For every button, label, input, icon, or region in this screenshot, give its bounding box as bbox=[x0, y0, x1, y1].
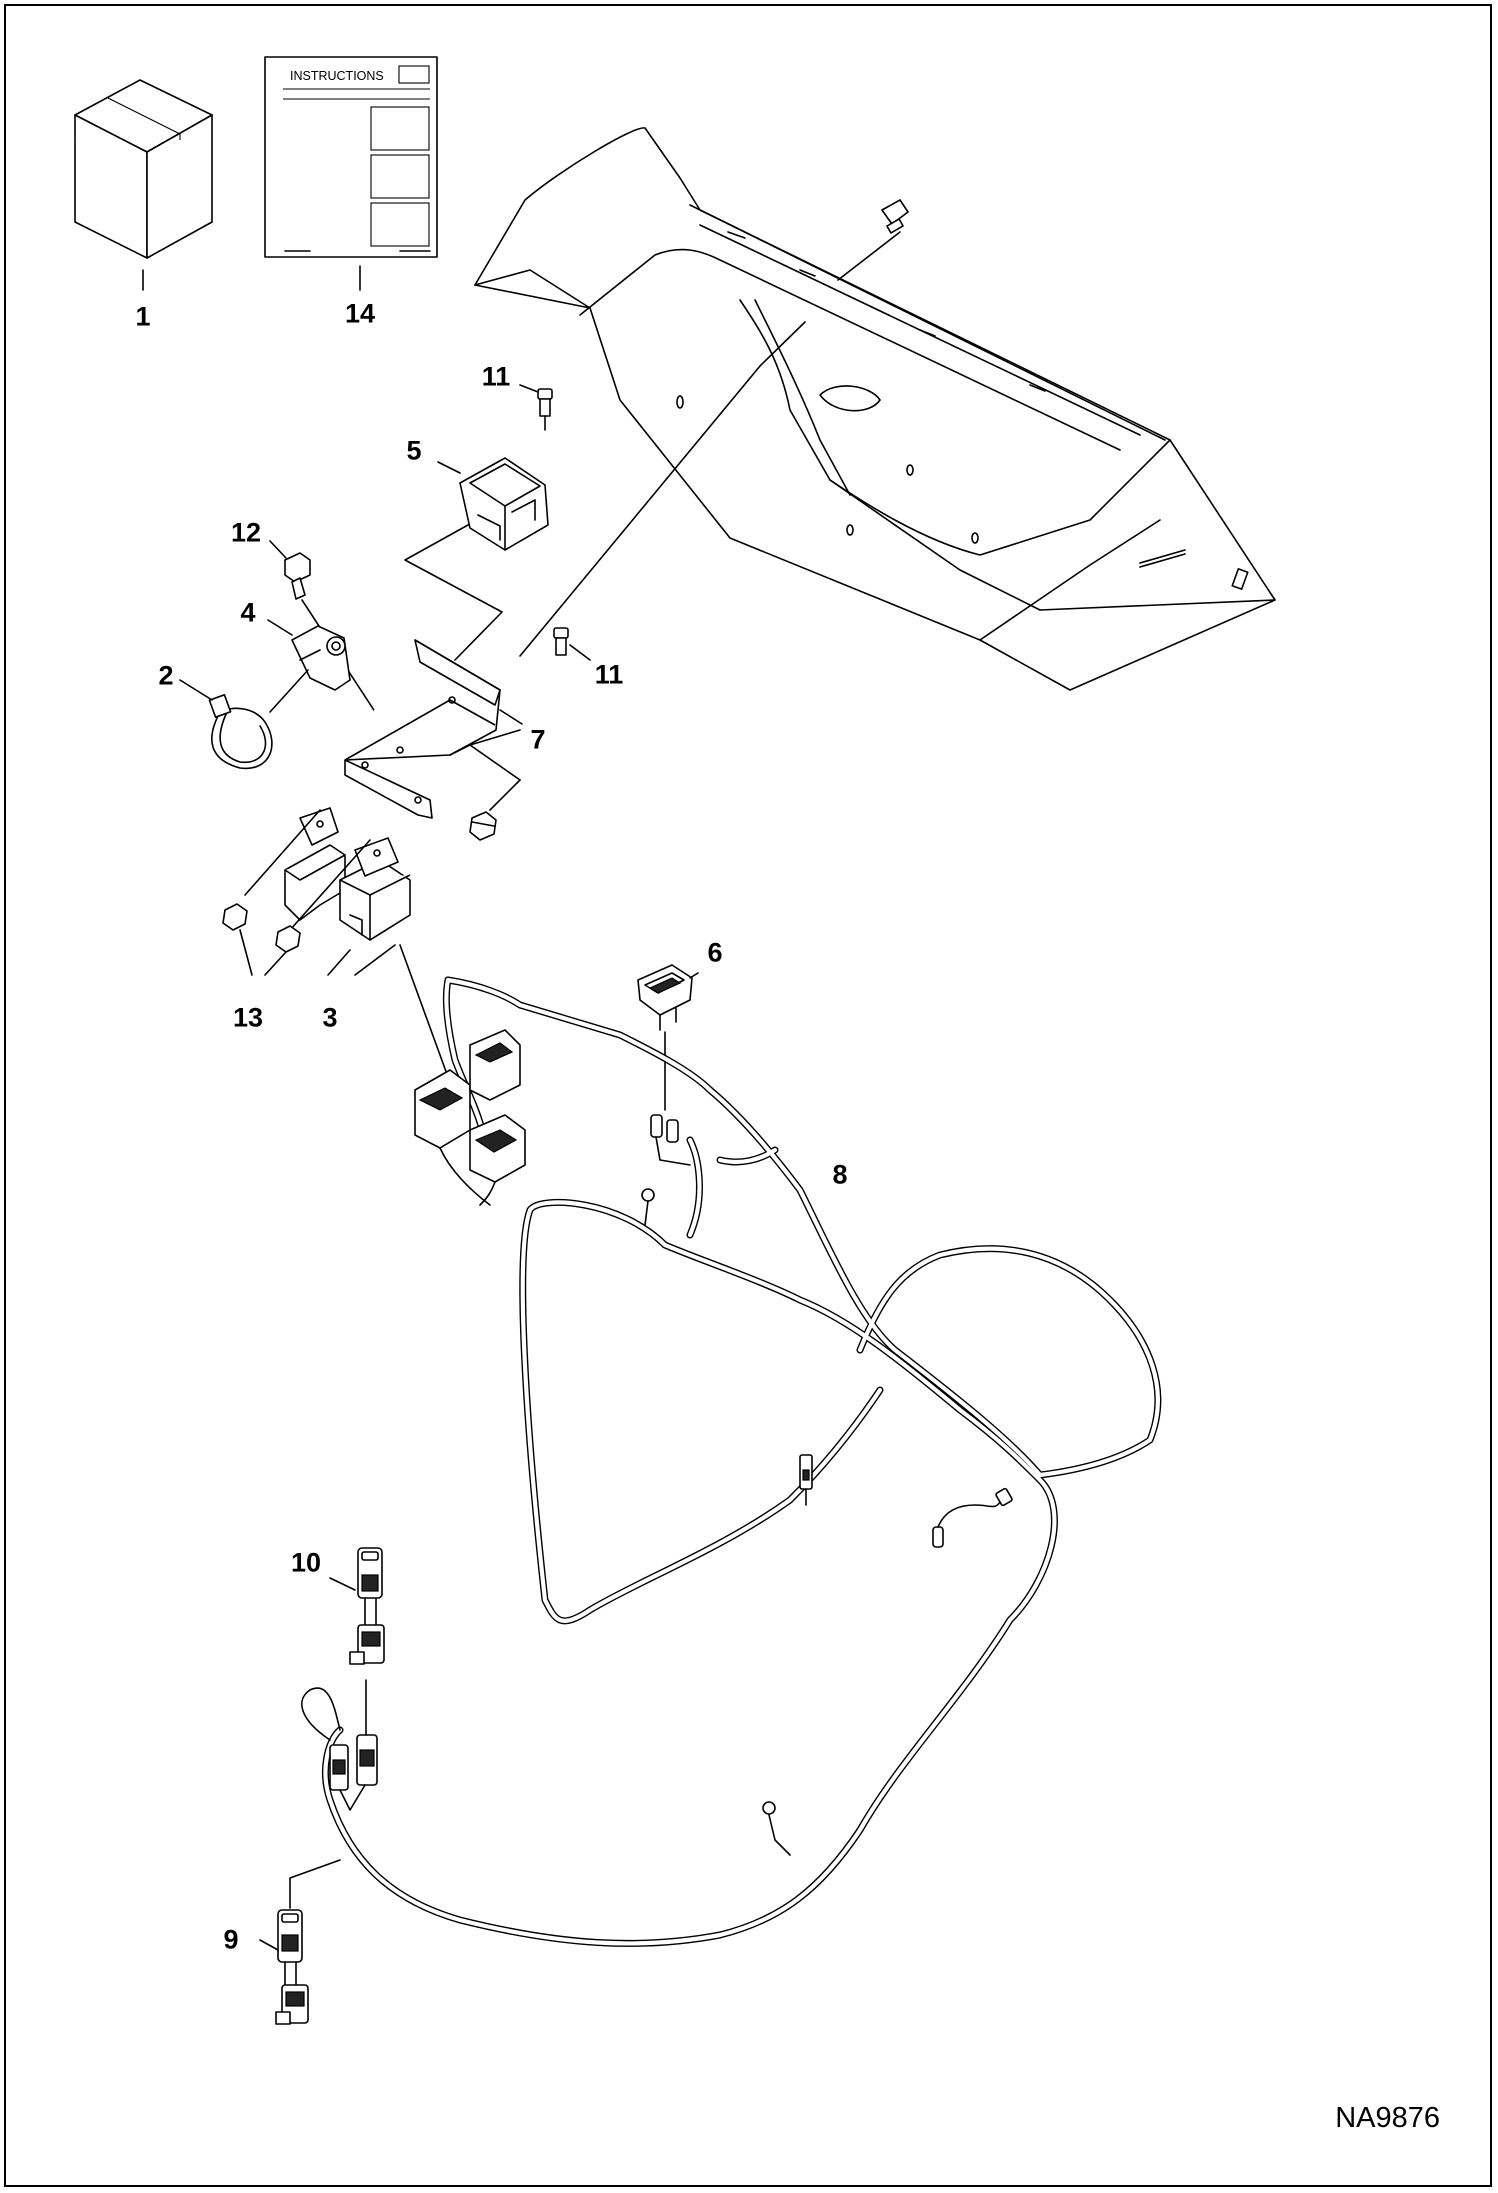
part-nuts bbox=[222, 903, 301, 976]
callout-6: 6 bbox=[707, 937, 723, 968]
part-nut-bracket bbox=[469, 811, 497, 841]
machine-frame bbox=[474, 127, 1276, 691]
callout-4: 4 bbox=[240, 597, 256, 628]
part-relay-single bbox=[437, 457, 549, 551]
part-box bbox=[74, 79, 213, 291]
part-cable-tie bbox=[179, 679, 273, 770]
harness-lower-connector-cluster bbox=[301, 1679, 378, 1811]
part-instructions-sheet: INSTRUCTIONS bbox=[264, 56, 438, 291]
part-bracket bbox=[344, 639, 523, 819]
callout-1: 1 bbox=[135, 301, 151, 332]
callout-7: 7 bbox=[530, 724, 546, 755]
harness-ring-terminal bbox=[641, 1188, 655, 1226]
part-clamp bbox=[267, 619, 351, 713]
frame-carriage-bolt bbox=[837, 199, 909, 281]
part-rocker-switch bbox=[637, 964, 699, 1111]
callout-14: 14 bbox=[344, 298, 376, 329]
harness-right-terminals bbox=[932, 1487, 1013, 1548]
part-bolt-lower bbox=[553, 627, 591, 661]
callout-8: 8 bbox=[832, 1159, 848, 1190]
harness-lower-ring-terminal bbox=[762, 1801, 791, 1856]
callout-3: 3 bbox=[322, 1002, 338, 1033]
callout-2: 2 bbox=[158, 660, 174, 691]
harness-inline-connector bbox=[799, 1454, 813, 1506]
harness-switch-terminals bbox=[650, 1114, 691, 1166]
instructions-title: INSTRUCTIONS bbox=[290, 69, 384, 83]
callout-11-upper: 11 bbox=[481, 361, 511, 392]
callout-5: 5 bbox=[406, 435, 422, 466]
harness-relay-sockets bbox=[414, 1029, 526, 1206]
callout-11-lower: 11 bbox=[594, 659, 624, 690]
part-bolt-12 bbox=[269, 540, 401, 751]
drawing-number: NA9876 bbox=[1335, 2102, 1440, 2134]
part-wire-harness bbox=[301, 976, 1162, 1947]
callout-12: 12 bbox=[230, 517, 262, 548]
drawing-frame bbox=[4, 4, 1492, 2187]
callout-9: 9 bbox=[223, 1924, 239, 1955]
part-connector-9 bbox=[259, 1859, 341, 2025]
part-relay-pair bbox=[244, 807, 461, 1111]
callout-10: 10 bbox=[290, 1547, 322, 1578]
part-bolt-upper bbox=[519, 384, 553, 431]
part-connector-10 bbox=[329, 1547, 385, 1665]
callout-13: 13 bbox=[232, 1002, 264, 1033]
